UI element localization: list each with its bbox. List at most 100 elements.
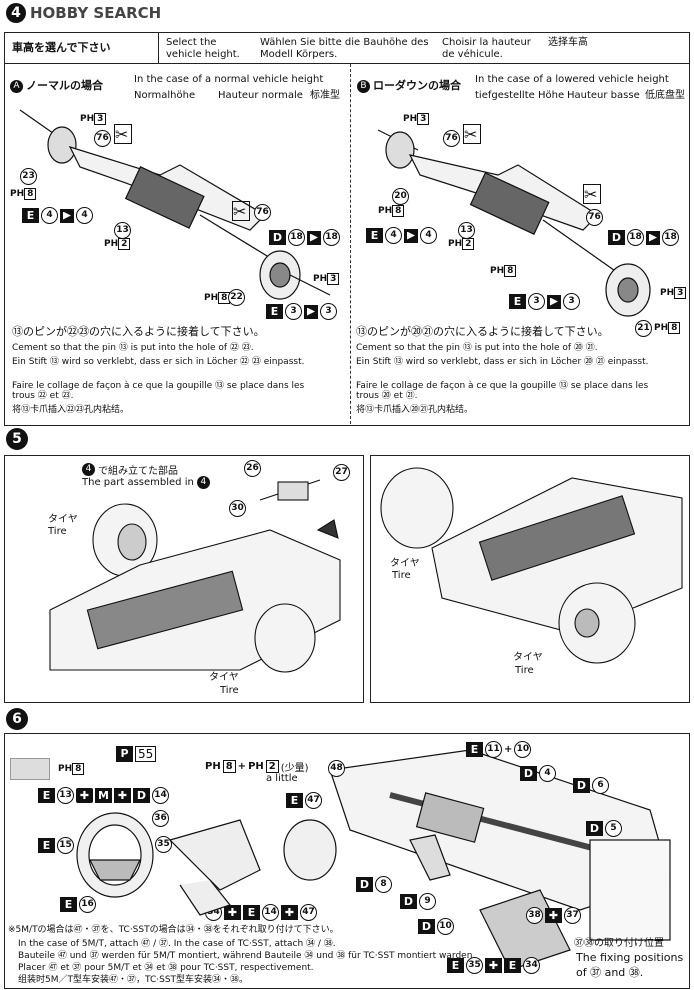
assembled-label-en-row: The part assembled in 4: [82, 476, 210, 489]
step-5-right-chassis-diagram: [380, 467, 683, 664]
a-little-label: a little: [266, 773, 298, 784]
select-title-fr: Choisir la hauteur de véhicule.: [442, 37, 531, 60]
part-20: 20: [392, 188, 409, 205]
part-22: 22: [228, 289, 245, 306]
select-title-cn: 选择车高: [548, 37, 588, 48]
parts-row-38-37: 38✚37: [526, 907, 581, 924]
option-b-badge: B: [357, 80, 370, 93]
part-76: 76: [443, 130, 460, 147]
tire-label-en: Tire: [48, 526, 67, 537]
scissors-icon: ✂: [583, 184, 601, 204]
step-5-left-chassis-diagram: [49, 479, 341, 673]
note-b-fr: Faire le collage de façon à ce que la go…: [356, 381, 649, 402]
cut-icon: [60, 208, 74, 223]
part-26: 26: [244, 460, 261, 477]
step-6-panel: [4, 733, 690, 989]
part-76: 76: [254, 204, 271, 221]
option-divider: [350, 64, 351, 424]
note-6-fr: Placer ㊼ et ㊲ pour 5M/T et ㉞ et ㊳ pour T…: [18, 963, 314, 973]
option-b-title-cn: 低底盘型: [645, 90, 685, 101]
part-35: 35: [155, 836, 172, 853]
note-a-jp: ⑬のピンが㉒㉓の穴に入るように接着して下さい。: [12, 325, 265, 338]
tire-label-jp: タイヤ: [48, 514, 78, 525]
part-21: 21: [635, 320, 652, 337]
assembled-label-en: The part assembled in: [82, 477, 194, 488]
note-b-cn: 将⑬卡爪插入⑳㉑孔内粘结。: [356, 405, 474, 415]
step-5-badge: 5: [6, 428, 28, 450]
part-30: 30: [229, 500, 246, 517]
scissors-icon: ✂: [232, 201, 250, 221]
note-6-cn: 组装时5M／T型车安装㊼・㊲，TC·SST型车安装㉞・㊳。: [18, 975, 249, 985]
option-b-title-de: tiefgestellte Höhe: [475, 90, 565, 101]
fix-position-jp: ㊲㊳の取り付け位置: [574, 938, 664, 949]
note-a-en: Cement so that the pin ⑬ is put into the…: [12, 343, 254, 353]
select-title-de: Wählen Sie bitte die Bauhöhe des Modell …: [260, 37, 429, 60]
step-ref-badge: 4: [196, 476, 210, 489]
option-b-title-jp: ローダウンの場合: [373, 79, 461, 92]
note-a-cn: 将⑬卡爪插入㉒㉓孔内粘结。: [12, 405, 130, 415]
option-a-title-jp: ノーマルの場合: [26, 79, 103, 92]
note-6-de: Bauteile ㊼ und ㊲ werden für 5M/T montier…: [18, 951, 476, 961]
scissors-icon: ✂: [114, 124, 132, 144]
tire-label-en: Tire: [515, 665, 534, 676]
fix-position-en-1: The fixing positions: [576, 951, 684, 964]
note-a-fr: Faire le collage de façon à ce que la go…: [12, 381, 305, 402]
tire-label-en: Tire: [220, 685, 239, 696]
part-27: 27: [333, 464, 350, 481]
watermark: HOBBY SEARCH: [30, 4, 162, 22]
part-36: 36: [152, 810, 169, 827]
part-13: 13: [114, 222, 131, 239]
part-13: 13: [458, 222, 475, 239]
part-76: 76: [94, 130, 111, 147]
tire-label-jp: タイヤ: [513, 652, 543, 663]
select-title-jp: 車高を選んで下さい: [12, 41, 111, 54]
color-swatch: [10, 758, 50, 780]
fix-position-en-2: of ㊲ and ㊳.: [576, 966, 644, 979]
tire-label-en: Tire: [392, 570, 411, 581]
option-a-axle-diagram: [19, 109, 331, 300]
part-76: 76: [586, 209, 603, 226]
note-6-en: In the case of 5M/T, attach ㊼ / ㊲. In th…: [18, 939, 336, 949]
option-b-title-en: In the case of a lowered vehicle height: [475, 74, 669, 85]
assembled-label-jp: で組み立てた部品: [98, 466, 178, 477]
option-a-title-cn: 标准型: [310, 90, 340, 101]
steering-wheel-diagram: [76, 812, 261, 916]
option-a-title-en: In the case of a normal vehicle height: [134, 74, 324, 85]
sheet-icon: P: [116, 746, 133, 762]
option-b-axle-diagram: [377, 129, 651, 317]
divider: [158, 32, 159, 63]
sheet-ref: P 55: [116, 746, 157, 762]
note-b-jp: ⑬のピンが⑳㉑の穴に入るように接着して下さい。: [356, 325, 609, 338]
option-a-badge: A: [10, 80, 23, 93]
scissors-icon: ✂: [463, 124, 481, 144]
option-b-title-fr: Hauteur basse: [567, 90, 640, 101]
note-a-de: Ein Stift ⑬ wird so verklebt, dass er si…: [12, 357, 305, 367]
step-5-left-panel: [4, 455, 364, 703]
part-23: 23: [20, 168, 37, 185]
